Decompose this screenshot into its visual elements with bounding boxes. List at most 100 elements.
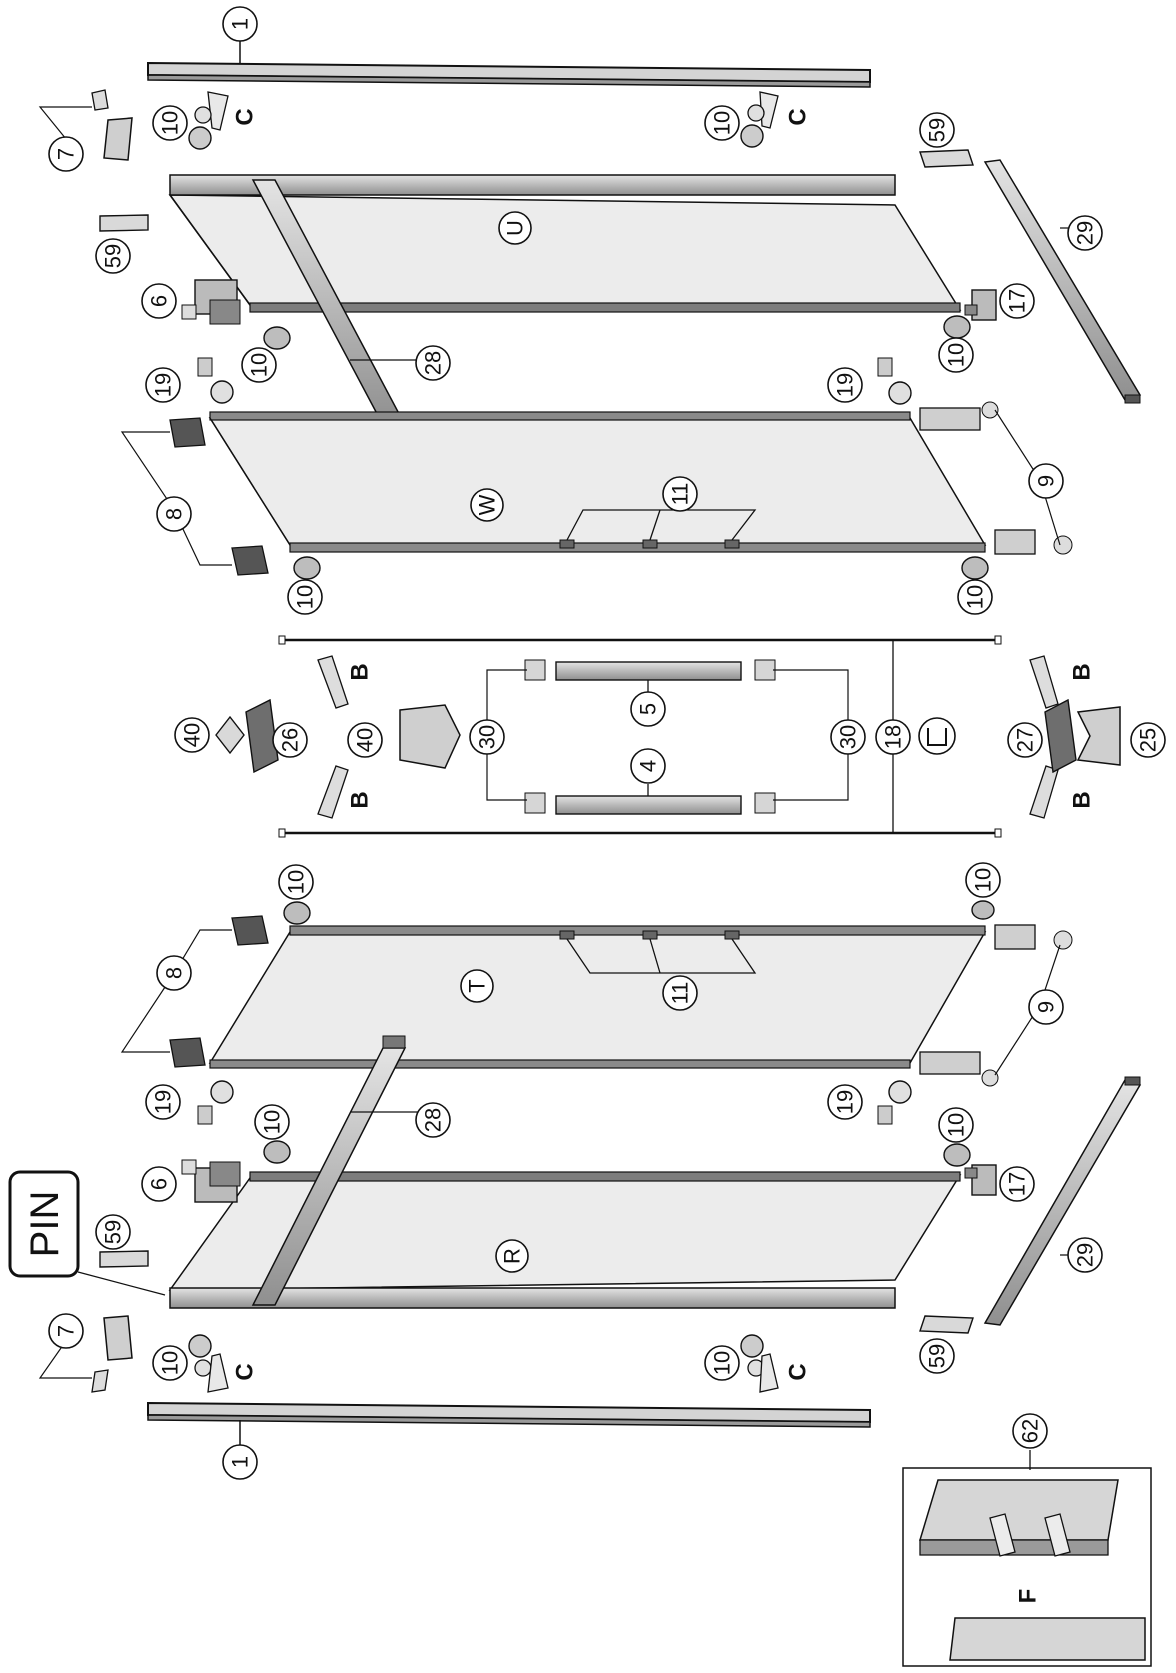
part-callout-p10_d: 10 — [287, 579, 323, 615]
part-callout-p10_i: 10 — [938, 1107, 974, 1143]
screw-B-1 — [317, 655, 349, 709]
guide-bar-29-bottom — [983, 1076, 1142, 1326]
svg-text:25: 25 — [1136, 728, 1161, 752]
part-callout-p9_bottom: 9 — [1028, 989, 1064, 1025]
diagonal-strut-28-bottom — [251, 1035, 420, 1306]
part-callout-p10_h: 10 — [254, 1104, 290, 1140]
end-cap-7-top — [38, 89, 133, 161]
part-callout-p9_top: 9 — [1028, 463, 1064, 499]
roller-10-g — [971, 900, 995, 920]
screw-C-top-right — [740, 91, 779, 148]
svg-text:U: U — [503, 220, 528, 236]
part-callout-p28_bottom: 28 — [415, 1102, 451, 1138]
svg-text:17: 17 — [1005, 1172, 1030, 1196]
roller-10-f — [283, 901, 311, 925]
svg-text:7: 7 — [54, 148, 79, 160]
pivot-9-top — [919, 401, 1073, 555]
part-callout-p8_bottom: 8 — [156, 955, 192, 991]
spacer-block-59-d — [919, 1315, 974, 1334]
panel-label-W: W — [470, 488, 504, 522]
svg-text:40: 40 — [353, 728, 378, 752]
svg-text:62: 62 — [1018, 1419, 1043, 1443]
svg-text:10: 10 — [247, 353, 272, 377]
part-callout-p10_e: 10 — [957, 579, 993, 615]
bushing-19-c — [197, 1080, 234, 1125]
bushing-19-d — [877, 1080, 912, 1125]
part-callout-p10_c: 10 — [938, 337, 974, 373]
part-callout-p27: 27 — [1007, 722, 1043, 758]
part-callout-p40_b: 40 — [347, 722, 383, 758]
svg-text:19: 19 — [833, 373, 858, 397]
panel-label-R: R — [495, 1239, 529, 1273]
panel-label-T: T — [460, 969, 494, 1003]
pivot-8-bottom — [120, 915, 269, 1068]
panel-U — [168, 174, 962, 313]
svg-text:59: 59 — [101, 244, 126, 268]
screw-type-letter-b2: B — [347, 791, 374, 808]
guide-17-bottom — [964, 1164, 997, 1196]
svg-text:1: 1 — [228, 18, 253, 30]
part-callout-p10_l: 10 — [704, 105, 740, 141]
svg-text:10: 10 — [158, 111, 183, 135]
guide-17-top — [964, 289, 997, 321]
part-callout-p11_top: 11 — [662, 476, 698, 512]
part-callout-p5: 5 — [630, 691, 666, 727]
part-callout-p17_top: 17 — [999, 283, 1035, 319]
svg-text:26: 26 — [278, 728, 303, 752]
svg-text:30: 30 — [836, 725, 861, 749]
screw-type-letter-b1: B — [347, 663, 374, 680]
svg-text:5: 5 — [636, 703, 661, 715]
svg-text:10: 10 — [944, 1113, 969, 1137]
bushing-19-a — [197, 357, 234, 404]
handle-clips-11-top — [559, 509, 757, 549]
part-callout-p7_top: 7 — [48, 136, 84, 172]
svg-text:6: 6 — [147, 1178, 172, 1190]
svg-text:1: 1 — [228, 1456, 253, 1468]
rod-18-bottom — [278, 828, 1002, 838]
svg-text:10: 10 — [944, 343, 969, 367]
bottom-rail-profile-bottom — [147, 1401, 871, 1445]
svg-text:59: 59 — [101, 1220, 126, 1244]
svg-text:10: 10 — [710, 1351, 735, 1375]
connector-26 — [245, 698, 279, 774]
roller-10-h — [263, 1140, 291, 1164]
connector-27 — [1044, 698, 1077, 774]
svg-text:8: 8 — [162, 508, 187, 520]
screw-type-letter-b3: B — [1069, 663, 1096, 680]
svg-text:18: 18 — [881, 725, 906, 749]
corner-block-40-b — [399, 704, 461, 769]
svg-text:59: 59 — [925, 118, 950, 142]
guide-bar-29-top — [983, 159, 1142, 404]
part-callout-p11_bottom: 11 — [662, 975, 698, 1011]
svg-text:R: R — [500, 1248, 525, 1264]
panel-W — [208, 411, 987, 553]
part-callout-p59_c: 59 — [95, 1214, 131, 1250]
profile-4 — [555, 784, 742, 815]
part-callout-p6_bottom: 6 — [141, 1166, 177, 1202]
part-callout-p59_d: 59 — [919, 1338, 955, 1374]
bottom-rail-profile-top — [147, 40, 871, 88]
screw-B-2 — [317, 765, 349, 819]
roller-10-d — [293, 556, 321, 580]
svg-text:W: W — [475, 494, 500, 515]
spacer-block-59-b — [99, 214, 149, 232]
svg-text:17: 17 — [1005, 289, 1030, 313]
spacer-block-59-c — [99, 1250, 149, 1268]
screw-type-letter-c2: C — [785, 108, 812, 125]
svg-text:11: 11 — [668, 982, 693, 1005]
pivot-8-top — [120, 417, 269, 576]
part-callout-p19_a: 19 — [145, 367, 181, 403]
pin-label: PIN — [23, 1191, 67, 1258]
part-callout-p1_top: 1 — [222, 6, 258, 42]
part-callout-p40_a: 40 — [174, 717, 210, 753]
part-callout-p25: 25 — [1130, 722, 1166, 758]
part-callout-p10_a: 10 — [152, 105, 188, 141]
part-callout-p59_b: 59 — [95, 238, 131, 274]
svg-text:4: 4 — [636, 760, 661, 772]
rod-18-top — [278, 635, 1002, 645]
svg-text:10: 10 — [710, 111, 735, 135]
part-callout-p10_k: 10 — [704, 1345, 740, 1381]
part-callout-p59_a: 59 — [919, 112, 955, 148]
svg-text:10: 10 — [971, 868, 996, 892]
carrier-6-top — [181, 279, 241, 325]
